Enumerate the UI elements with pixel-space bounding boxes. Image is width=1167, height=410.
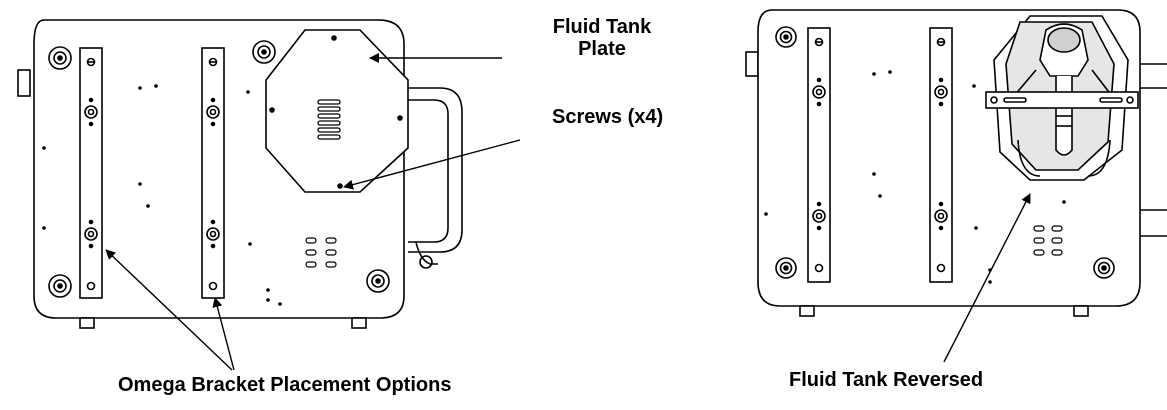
right-omega-bracket-1 xyxy=(807,27,831,283)
label-fluid-tank-reversed: Fluid Tank Reversed xyxy=(789,369,984,391)
callout-fluid-tank-reversed xyxy=(943,193,1031,363)
right-corner-bolts xyxy=(775,26,1115,279)
plate-vents xyxy=(317,99,341,140)
omega-bracket-2 xyxy=(201,47,225,299)
plate-screw xyxy=(397,115,403,121)
callout-omega-bracket-1 xyxy=(105,249,233,371)
right-foot-2 xyxy=(1073,305,1089,317)
left-connectors xyxy=(305,237,337,268)
right-fixture-unit xyxy=(745,9,1167,317)
left-handle xyxy=(408,87,463,253)
left-corner-bolts xyxy=(48,40,390,298)
right-small-dots xyxy=(764,70,1066,284)
plate-screw xyxy=(337,183,343,189)
left-foot-2 xyxy=(351,317,367,329)
callout-screws xyxy=(343,139,521,190)
label-fluid-tank-plate-line2: Plate xyxy=(578,38,626,60)
left-small-dots xyxy=(42,84,282,306)
right-omega-bracket-2 xyxy=(929,27,953,283)
right-connectors xyxy=(1033,225,1063,256)
label-screws: Screws (x4) xyxy=(552,106,664,128)
right-side-knob xyxy=(745,51,759,77)
plate-screw xyxy=(331,35,337,41)
fluid-tank-plate xyxy=(265,29,409,193)
label-fluid-tank-plate-line1: Fluid Tank xyxy=(552,16,652,38)
right-handle xyxy=(1138,63,1167,237)
omega-bracket-1 xyxy=(79,47,103,299)
fluid-tank-reversed xyxy=(985,15,1139,181)
callout-omega-bracket-2 xyxy=(212,297,235,371)
callout-lines xyxy=(105,53,1031,371)
left-fixture-unit xyxy=(17,19,463,329)
left-side-knob xyxy=(17,69,31,97)
label-omega-bracket-placement: Omega Bracket Placement Options xyxy=(118,374,452,396)
plate-screw xyxy=(269,107,275,113)
left-foot-1 xyxy=(79,317,95,329)
right-foot-1 xyxy=(799,305,815,317)
tank-mounting-bar xyxy=(985,91,1139,109)
